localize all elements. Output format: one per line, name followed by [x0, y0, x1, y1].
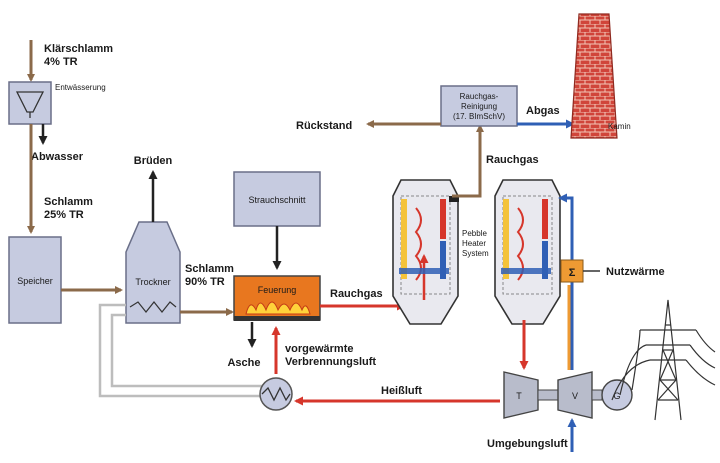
pebble-heater-icon [494, 179, 561, 325]
heissluft-label: Heißluft [381, 385, 422, 397]
rauchgas-to-cleaning-arrow [452, 124, 484, 198]
schlamm25-label: Schlamm [44, 196, 93, 208]
feuerung-label: Feuerung [258, 285, 297, 295]
power-pylon-icon [611, 299, 716, 421]
verbrennungsluft-label-1: vorgewärmte [285, 343, 353, 355]
umgebungsluft-label: Umgebungsluft [487, 438, 568, 450]
grate [234, 316, 320, 321]
trockner-label: Trockner [135, 277, 170, 287]
nutzwaerme-label: Nutzwärme [606, 266, 665, 278]
turbine-label: T [516, 391, 522, 401]
compressed-air-arrow [558, 193, 574, 370]
generator-label: G [613, 391, 620, 401]
rueckstand-label: Rückstand [296, 120, 352, 132]
abwasser-label: Abwasser [31, 151, 84, 163]
reinigung-label-2: Reinigung [461, 102, 497, 111]
schlamm90-label: Schlamm [185, 263, 234, 275]
turbine-icon: T [503, 371, 539, 419]
pebble-heater-icon [392, 179, 459, 325]
trockner-box [125, 221, 181, 324]
schlamm25-tr-label: 25% TR [44, 209, 84, 221]
reinigung-label-3: (17. BImSchV) [453, 112, 505, 121]
klaerschlamm-tr-label: 4% TR [44, 56, 78, 68]
strauchschnitt-label: Strauchschnitt [248, 195, 306, 205]
pebble-label-1: Pebble [462, 229, 487, 238]
pebble-label-3: System [462, 249, 489, 258]
feuerung-group: Strauchschnitt Feuerung Asche vorgewärmt… [227, 171, 406, 374]
flame-icon [245, 301, 311, 315]
shaft-1 [537, 389, 559, 401]
generator-icon: G [601, 379, 633, 411]
pebble-1-yellow-wall [401, 199, 407, 279]
verbrennungsluft-label-2: Verbrennungsluft [285, 356, 376, 368]
kamin-label: Kamin [608, 122, 631, 131]
pebble-1-red-wall [440, 199, 446, 239]
thickener-icon [15, 91, 45, 118]
strauchschnitt-box [233, 171, 321, 227]
reinigung-box [440, 85, 518, 127]
pebble-label-2: Heater [462, 239, 486, 248]
trockner-group: Trockner Brüden Schlamm 90% TR [125, 155, 234, 324]
shaft-2 [591, 389, 603, 401]
asche-label: Asche [227, 357, 260, 369]
chimney-icon [570, 13, 618, 139]
rauchgas-label-left: Rauchgas [330, 288, 383, 300]
klaerschlamm-label: Klärschlamm [44, 43, 113, 55]
compressor-label: V [572, 391, 578, 401]
speicher-label: Speicher [17, 276, 53, 286]
speicher-box [8, 236, 62, 324]
rauchgas-label-top: Rauchgas [486, 154, 539, 166]
compressor-icon: V [557, 371, 593, 419]
dryer-heating-loop [98, 303, 262, 398]
brueden-label: Brüden [134, 155, 173, 167]
dryer-coil-icon [129, 301, 177, 313]
sludge-line: Klärschlamm 4% TR Entwässerung Abwasser … [8, 40, 123, 324]
heat-exchanger-icon [259, 377, 293, 411]
reinigung-label-1: Rauchgas- [460, 92, 499, 101]
schlamm90-tr-label: 90% TR [185, 276, 225, 288]
abgas-label: Abgas [526, 105, 560, 117]
sigma-label: Σ [569, 267, 576, 279]
pebble-1-blue-wall [440, 241, 446, 279]
entwaesserung-label: Entwässerung [55, 83, 106, 92]
